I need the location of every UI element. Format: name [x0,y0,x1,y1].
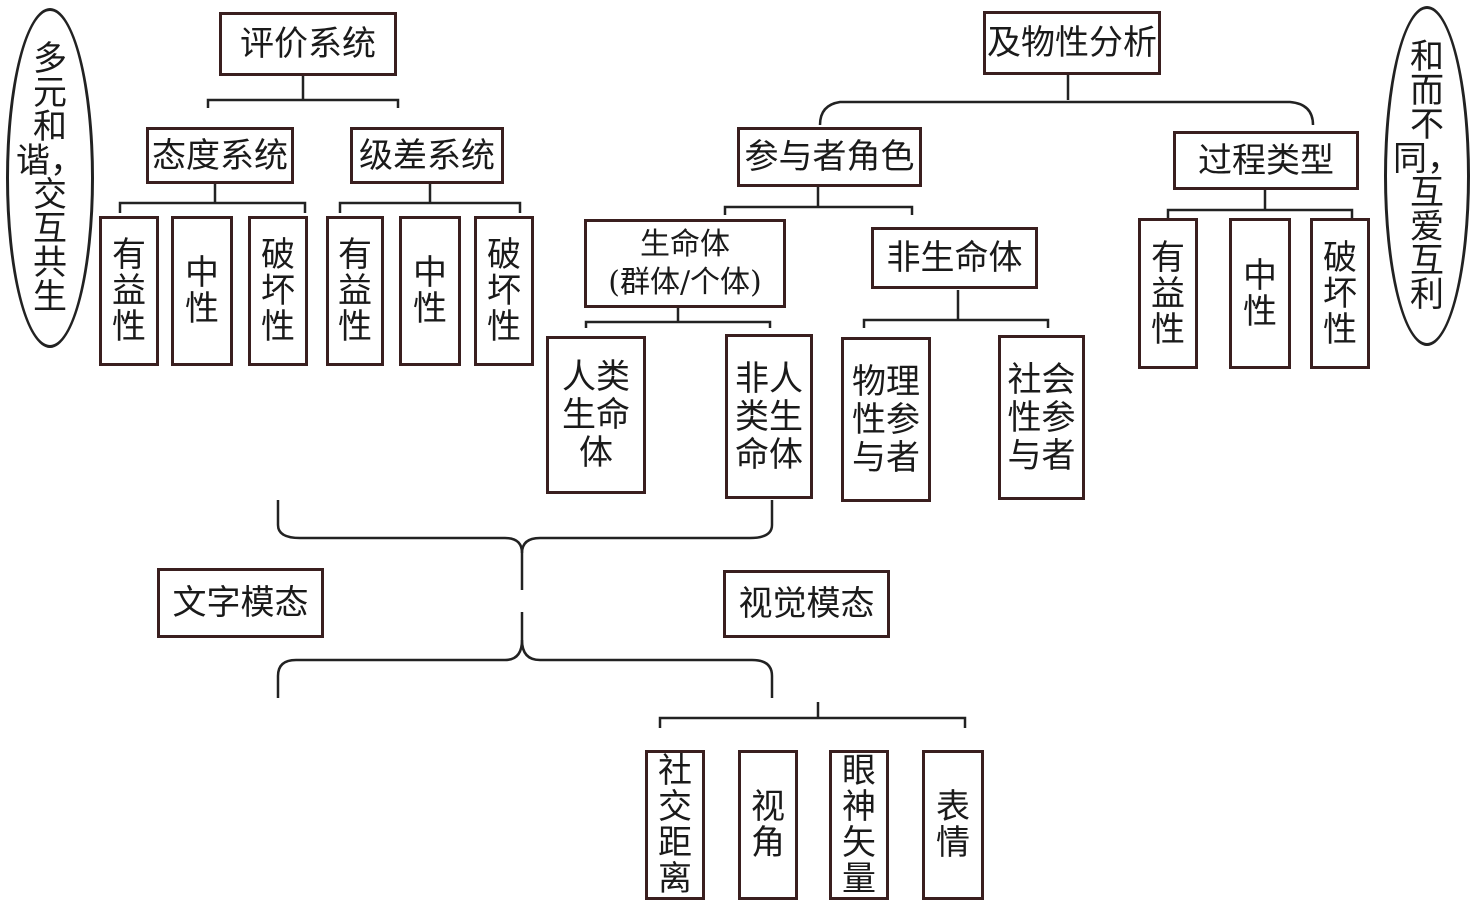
graduation-system-box: 级差系统 [350,127,504,184]
harmony-oval-left: 多 元 和 谐， 交 互 共 生 [6,8,94,348]
graduation-neutral-label: 中 性 [413,253,447,329]
process-destructive-label: 破 坏 性 [1323,237,1357,350]
graduation-beneficial-box: 有 益 性 [326,216,384,366]
physical-participant-box: 物理 性参 与者 [841,337,931,502]
attitude-destructive-label: 破 坏 性 [261,235,295,347]
human-being-label: 人类 生命 体 [562,357,630,473]
text-mode-box: 文字模态 [157,568,324,638]
process-neutral-label: 中 性 [1243,255,1277,332]
facial-expression-box: 表 情 [922,750,984,900]
participant-role-label: 参与者角色 [744,137,915,177]
harmony-label-left: 多 元 和 谐， 交 互 共 生 [16,39,84,317]
attitude-neutral-box: 中 性 [171,216,233,366]
appraisal-system-label: 评价系统 [240,24,376,64]
process-destructive-box: 破 坏 性 [1310,218,1370,369]
facial-expression-label: 表 情 [936,787,970,863]
living-being-box: 生命体 (群体/个体) [584,219,786,308]
human-being-box: 人类 生命 体 [546,336,646,494]
gaze-vector-label: 眼 神 矢 量 [842,751,876,899]
transitivity-analysis-box: 及物性分析 [983,11,1161,75]
graduation-system-label: 级差系统 [359,135,495,176]
graduation-destructive-label: 破 坏 性 [487,235,521,347]
social-distance-label: 社 交 距 离 [658,751,692,899]
living-being-label: 生命体 (群体/个体) [608,226,762,300]
process-type-label: 过程类型 [1198,140,1334,181]
nonhuman-being-label: 非人 类生 命体 [735,358,803,475]
perspective-box: 视 角 [738,750,798,900]
attitude-beneficial-box: 有 益 性 [99,216,159,366]
attitude-system-box: 态度系统 [146,127,294,184]
process-beneficial-box: 有 益 性 [1138,218,1198,369]
social-participant-label: 社会 性参 与者 [1007,359,1076,476]
participant-role-box: 参与者角色 [737,127,922,187]
social-participant-box: 社会 性参 与者 [998,335,1085,500]
graduation-neutral-box: 中 性 [399,216,461,366]
process-neutral-box: 中 性 [1229,218,1291,369]
visual-mode-box: 视觉模态 [723,570,890,638]
harmony-oval-right: 和 而 不 同， 互 爱 互 利 [1384,6,1470,346]
process-beneficial-label: 有 益 性 [1151,237,1185,350]
nonhuman-being-box: 非人 类生 命体 [725,334,813,499]
attitude-neutral-label: 中 性 [185,253,219,329]
physical-participant-label: 物理 性参 与者 [852,361,920,478]
text-mode-label: 文字模态 [172,583,309,623]
process-type-box: 过程类型 [1173,131,1359,190]
social-distance-box: 社 交 距 离 [645,750,705,900]
graduation-destructive-box: 破 坏 性 [474,216,534,366]
attitude-system-label: 态度系统 [152,135,288,176]
attitude-beneficial-label: 有 益 性 [112,235,146,347]
visual-mode-label: 视觉模态 [738,584,875,624]
nonliving-being-label: 非生命体 [886,238,1023,278]
attitude-destructive-box: 破 坏 性 [248,216,308,366]
perspective-label: 视 角 [751,787,785,863]
appraisal-system-box: 评价系统 [219,12,397,76]
gaze-vector-box: 眼 神 矢 量 [829,750,889,900]
transitivity-analysis-label: 及物性分析 [987,23,1157,63]
graduation-beneficial-label: 有 益 性 [338,235,372,347]
nonliving-being-box: 非生命体 [871,227,1038,289]
harmony-label-right: 和 而 不 同， 互 爱 互 利 [1393,37,1461,315]
